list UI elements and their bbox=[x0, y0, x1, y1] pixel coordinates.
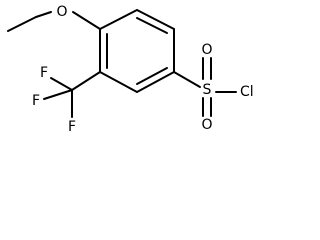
sulfonyl-oxygen-upper-label: O bbox=[201, 42, 212, 58]
o-ring-bond bbox=[72, 11, 101, 30]
ring-bond-c2-c3 bbox=[136, 9, 175, 30]
sulfur-label: S bbox=[203, 82, 212, 98]
ring-s-bond bbox=[173, 71, 201, 88]
ether-oxygen-label: O bbox=[56, 4, 67, 20]
chlorine-label: Cl bbox=[240, 84, 254, 100]
ring-bond-c5-c6 bbox=[99, 71, 138, 93]
fluorine-lower-label: F bbox=[68, 119, 76, 135]
ethyl-ch2-o-bond bbox=[35, 11, 52, 18]
ring-bond-c2-c3-inner bbox=[136, 17, 168, 34]
ethyl-ch3-ch2-bond bbox=[7, 16, 37, 32]
ring-bond-c1-c2 bbox=[99, 9, 138, 30]
chemical-structure: O F F F S O O Cl bbox=[7, 4, 254, 135]
ring-bond-c4-c5-inner bbox=[136, 67, 168, 85]
c-f-left-bond bbox=[43, 89, 73, 100]
ring-cf3-bond bbox=[71, 71, 101, 91]
fluorine-left-label: F bbox=[32, 93, 40, 109]
sulfonyl-oxygen-lower-label: O bbox=[201, 117, 212, 133]
c-f-upper-bond bbox=[50, 77, 73, 91]
ring-bond-c4-c5 bbox=[136, 71, 175, 93]
fluorine-upper-label: F bbox=[40, 65, 48, 81]
